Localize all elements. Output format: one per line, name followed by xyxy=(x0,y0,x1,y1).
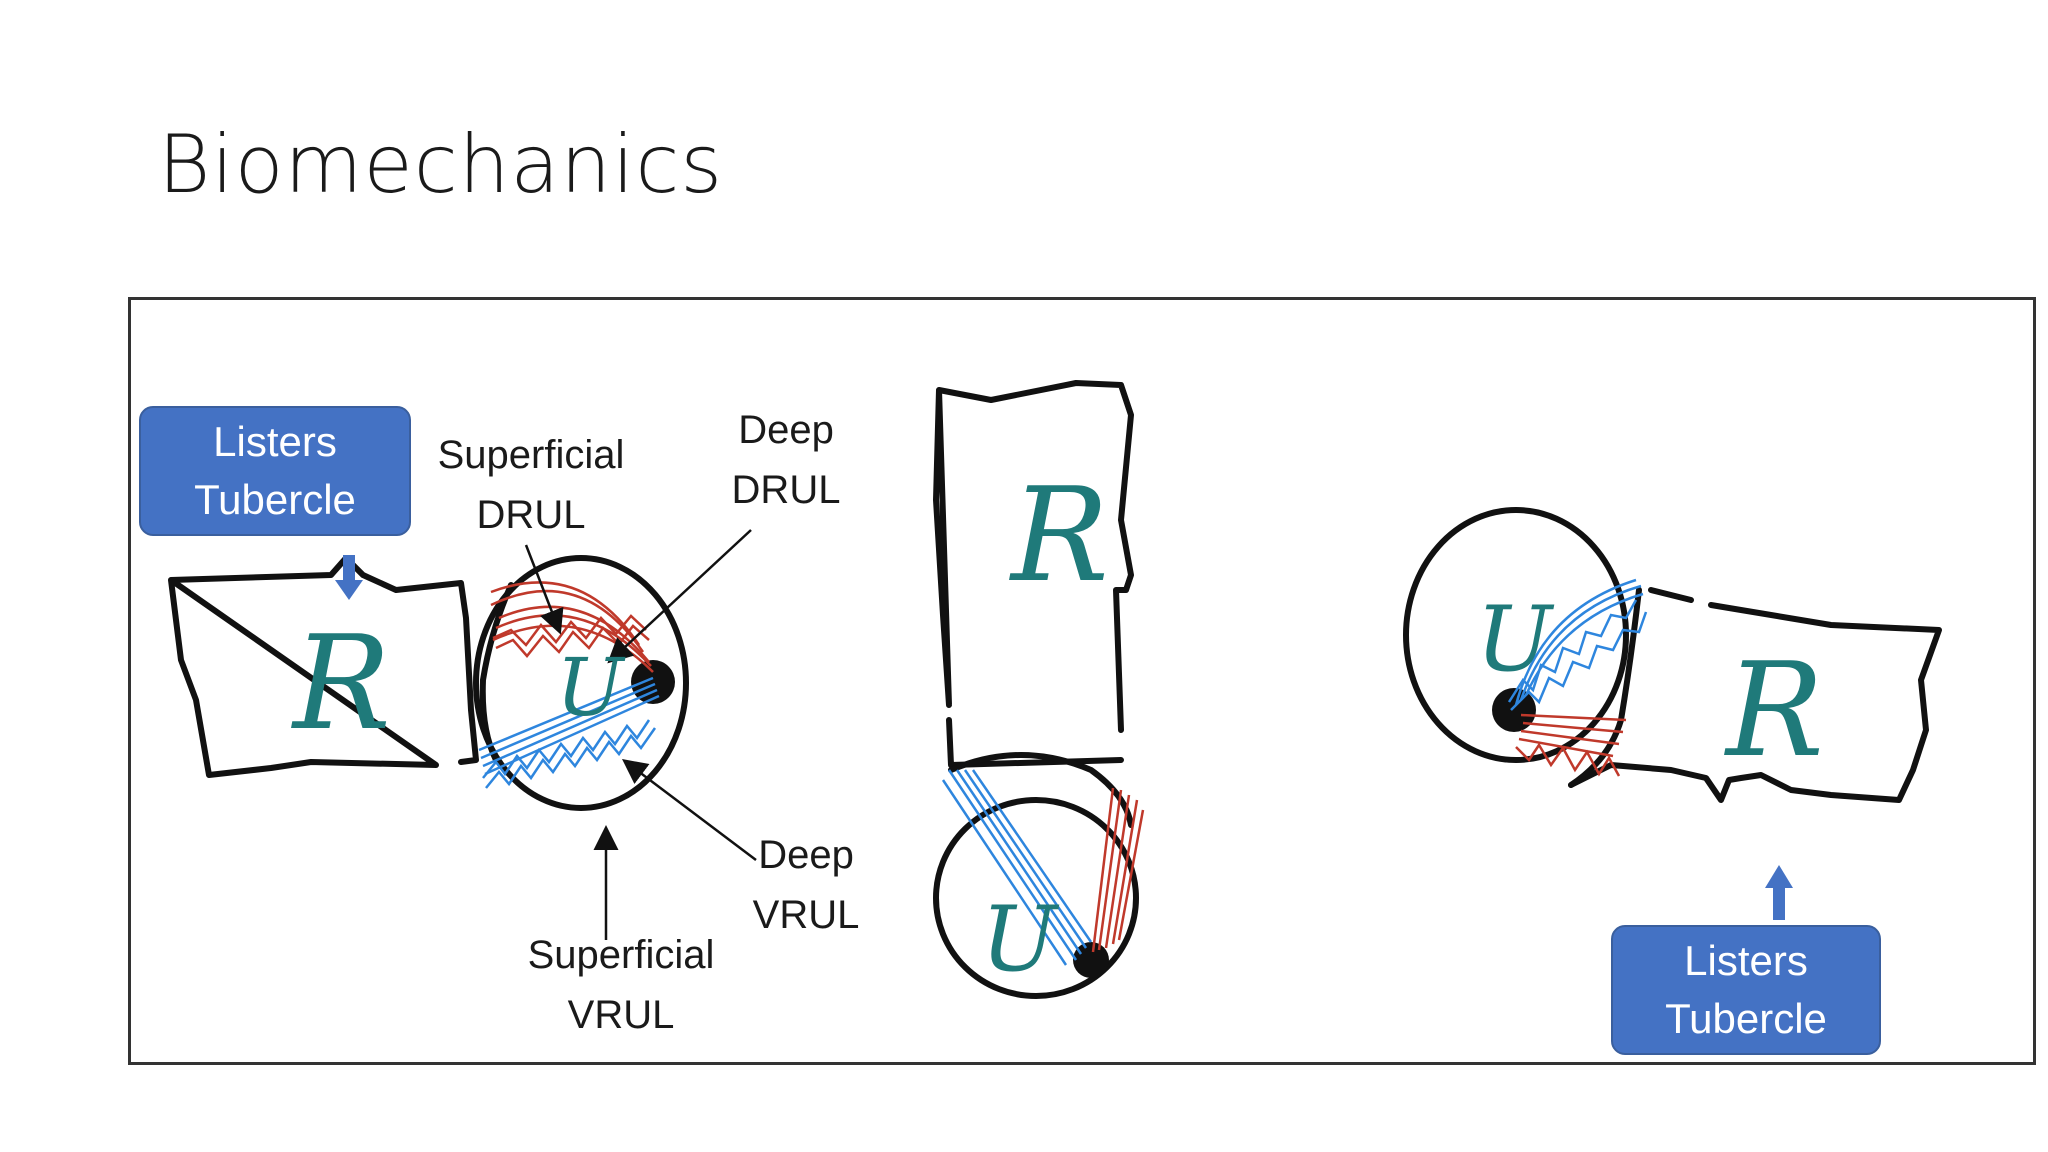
label-superficial-vrul-line-2: VRUL xyxy=(567,993,675,1037)
radius-letter: R xyxy=(291,607,391,759)
biomechanics-figure: R U xyxy=(128,297,2036,1065)
callout-right-line-2: Tubercle xyxy=(1665,995,1827,1042)
ulna-head xyxy=(473,555,689,811)
dorsal-ligaments-rotated xyxy=(1515,713,1627,777)
callout-left-line-2: Tubercle xyxy=(194,476,356,523)
ulna-head-vertical xyxy=(933,797,1139,999)
radius-outline xyxy=(168,555,479,778)
label-superficial-vrul-line-1: Superficial xyxy=(527,933,715,977)
arrow-listers-right-head xyxy=(1765,865,1793,888)
label-deep-vrul-line-2: VRUL xyxy=(752,893,860,937)
arrow-superficial-drul xyxy=(524,544,564,635)
label-superficial-vrul: Superficial VRUL xyxy=(511,925,731,1045)
panel-rotated: U R xyxy=(1403,507,1942,920)
volar-ligaments-vertical xyxy=(941,769,1093,966)
listers-tubercle-callout-left: Listers Tubercle xyxy=(139,406,411,536)
callout-right-line-1: Listers xyxy=(1684,937,1808,984)
arrow-deep-drul xyxy=(607,529,752,664)
arrow-listers-left-head xyxy=(335,580,363,600)
ulna-letter-rotated: U xyxy=(1476,587,1555,692)
label-superficial-drul-line-2: DRUL xyxy=(476,493,586,537)
slide-title: Biomechanics xyxy=(158,118,724,211)
radius-letter-vertical: R xyxy=(1009,459,1109,611)
volar-ligaments-rotated xyxy=(1507,578,1648,711)
listers-tubercle-callout-right: Listers Tubercle xyxy=(1611,925,1881,1055)
arrow-deep-vrul xyxy=(622,758,757,861)
ulna-head-rotated xyxy=(1403,507,1629,763)
volar-ligaments xyxy=(478,676,660,789)
label-deep-drul-line-2: DRUL xyxy=(731,468,841,512)
label-deep-vrul-line-1: Deep xyxy=(758,833,854,877)
callout-left-line-1: Listers xyxy=(213,418,337,465)
radius-outline-rotated xyxy=(1568,587,1942,803)
dorsal-ligaments-vertical xyxy=(1091,787,1145,953)
ulna-letter: U xyxy=(556,641,626,734)
panel-neutral: R U xyxy=(168,529,757,940)
ulna-fovea xyxy=(631,660,675,704)
label-deep-vrul: Deep VRUL xyxy=(731,825,881,945)
ulna-fovea-rotated xyxy=(1492,688,1536,732)
radius-letter-rotated: R xyxy=(1724,634,1824,786)
label-superficial-drul-line-1: Superficial xyxy=(437,433,625,477)
ulna-letter-vertical: U xyxy=(981,887,1060,992)
panel-vertical: R U xyxy=(933,380,1145,999)
drul-diagram: R U xyxy=(168,380,1942,999)
ulna-fovea-vertical xyxy=(1073,942,1109,978)
label-superficial-drul: Superficial DRUL xyxy=(421,425,641,545)
label-deep-drul: Deep DRUL xyxy=(711,400,861,520)
label-deep-drul-line-1: Deep xyxy=(738,408,834,452)
sigmoid-notch-vertical xyxy=(948,752,1134,828)
